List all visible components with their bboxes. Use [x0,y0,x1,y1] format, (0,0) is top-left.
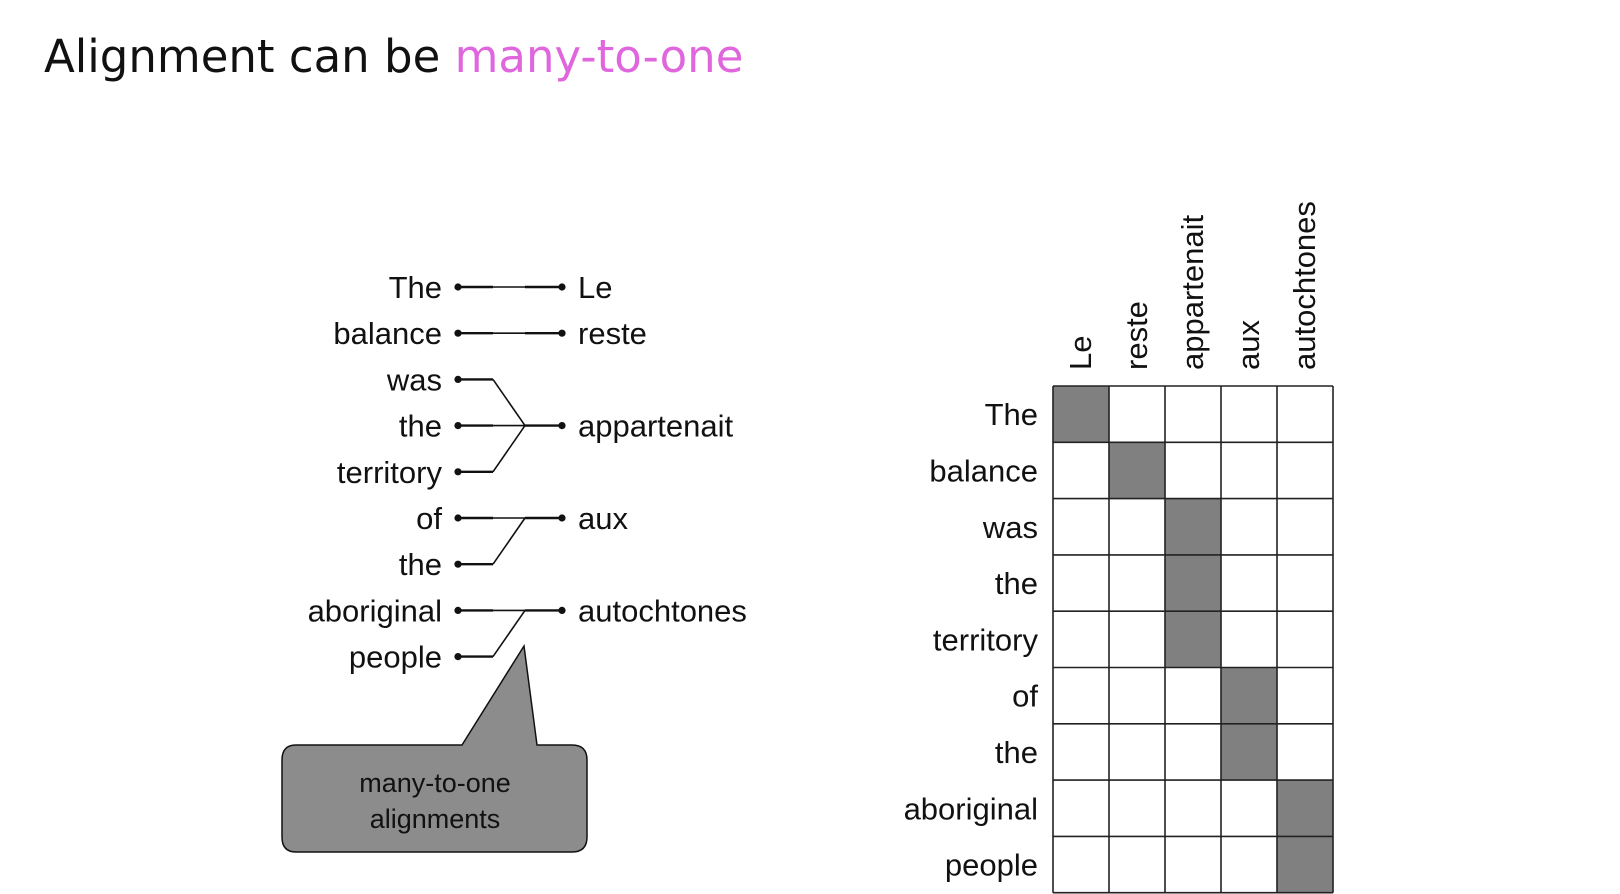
french-word: aux [578,501,628,536]
alignment-link [492,425,526,473]
alignment-cell-filled [1109,442,1165,499]
title-prefix: Alignment can be [44,30,455,83]
alignment-matrix: The balance was the territory of the aboriginal… [904,201,1334,894]
matrix-col-label: autochtones [1287,201,1322,370]
english-word: balance [333,316,442,351]
english-word: of [416,501,442,536]
matrix-row-label: balance [929,453,1038,488]
callout-line-1: many-to-one [359,768,511,798]
matrix-row-label: was [982,510,1038,545]
french-word: autochtones [578,593,747,628]
slide-title: Alignment can be many-to-one [44,30,743,83]
english-word: The [389,270,442,305]
matrix-col-label: reste [1119,301,1154,370]
alignment-cell-filled [1221,667,1277,724]
matrix-row-label: people [945,848,1038,883]
word-alignment-lines: The balance was the territory of the aboriginal… [308,270,747,675]
english-word: the [399,547,442,582]
alignment-cell-filled [1277,780,1333,837]
alignment-link [492,609,526,658]
callout-line-2: alignments [370,804,501,834]
callout-shape [281,643,588,853]
english-word: the [399,409,442,444]
alignment-cell-filled [1277,836,1333,893]
matrix-col-label: aux [1231,320,1266,370]
matrix-row-label: of [1012,679,1038,714]
alignment-cell-filled [1165,611,1221,668]
french-word-dot [558,422,566,430]
matrix-row-label: the [995,735,1038,770]
callout-bubble: many-to-one alignments [281,643,588,853]
english-word: aboriginal [308,593,442,628]
alignment-link [492,517,526,565]
matrix-col-label: Le [1063,336,1098,370]
alignment-cell-filled [1053,386,1109,443]
french-word: reste [578,316,647,351]
matrix-col-label: appartenait [1175,214,1210,370]
alignment-cell-filled [1165,554,1221,612]
french-word-dot [558,329,566,337]
matrix-row-label: the [995,566,1038,601]
alignment-link [492,378,526,427]
matrix-row-label: territory [933,622,1039,657]
french-word-dot [558,606,566,615]
matrix-row-label: The [985,397,1038,432]
matrix-row-label: aboriginal [904,791,1038,826]
french-word-dot [558,283,566,291]
english-word: people [349,640,442,675]
title-highlight: many-to-one [454,30,744,83]
english-word: was [386,362,442,397]
alignment-cell-filled [1165,498,1221,555]
alignment-cell-filled [1221,723,1277,781]
french-word: appartenait [578,409,734,444]
french-word-dot [558,514,566,522]
french-word: Le [578,270,612,305]
english-word: territory [337,455,443,490]
